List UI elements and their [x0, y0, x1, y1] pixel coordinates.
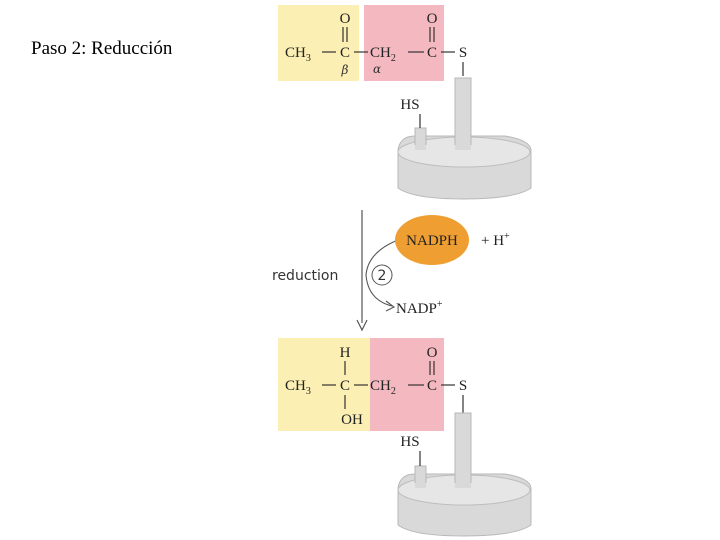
reaction-arrow-head [356, 319, 368, 332]
bottom-hs-label: HS [400, 434, 419, 450]
bottom-ch3: CH3 [285, 378, 311, 397]
bottom-enzyme: HS [397, 412, 532, 537]
top-oxygen-2: O [427, 11, 438, 27]
top-hs-label: HS [400, 97, 419, 113]
beta-label: β [341, 63, 349, 77]
nadph-label: NADPH [406, 233, 458, 249]
cofactor-arrow-head [385, 300, 396, 312]
top-ch3: CH3 [285, 45, 311, 64]
top-carbonyl-carbon-2: C [427, 45, 437, 61]
top-enzyme-arm-long [455, 78, 471, 150]
alpha-label: α [373, 62, 381, 76]
beta-region-highlight [278, 5, 359, 81]
nadp-label: NADP+ [396, 299, 443, 317]
bottom-carbon-1: C [340, 378, 350, 394]
top-sulfur: S [459, 45, 467, 61]
bottom-molecule: H O CH3 C CH2 C S OH [278, 338, 467, 431]
bottom-carbonyl-carbon: C [427, 378, 437, 394]
bottom-hydroxyl: OH [341, 412, 363, 428]
bottom-enzyme-arm-long [455, 413, 471, 488]
bottom-hydrogen: H [340, 345, 351, 361]
thioester-region-highlight [370, 338, 444, 431]
slide-title: Paso 2: Reducción [31, 38, 173, 59]
top-ch2: CH2 [370, 45, 396, 64]
top-enzyme-arm-short [415, 128, 426, 150]
top-enzyme: HS [397, 77, 532, 200]
bottom-enzyme-arm-short [415, 466, 426, 488]
top-carbonyl-carbon-1: C [340, 45, 350, 61]
bottom-sulfur: S [459, 378, 467, 394]
cofactor-arrow [365, 239, 399, 307]
reduction-label: reduction [272, 268, 338, 284]
alpha-region-highlight [364, 5, 444, 81]
step-number: 2 [378, 268, 387, 284]
step-number-circle [371, 264, 393, 286]
proton-label: + H+ [481, 231, 510, 249]
top-oxygen-1: O [340, 11, 351, 27]
bottom-ch2: CH2 [370, 378, 396, 397]
nadph-ellipse [395, 215, 469, 265]
top-molecule: O O CH3 C CH2 C S β α [278, 5, 467, 81]
reaction-step: reduction 2 NADPH + H+ NADP+ [272, 210, 510, 332]
bottom-oxygen: O [427, 345, 438, 361]
